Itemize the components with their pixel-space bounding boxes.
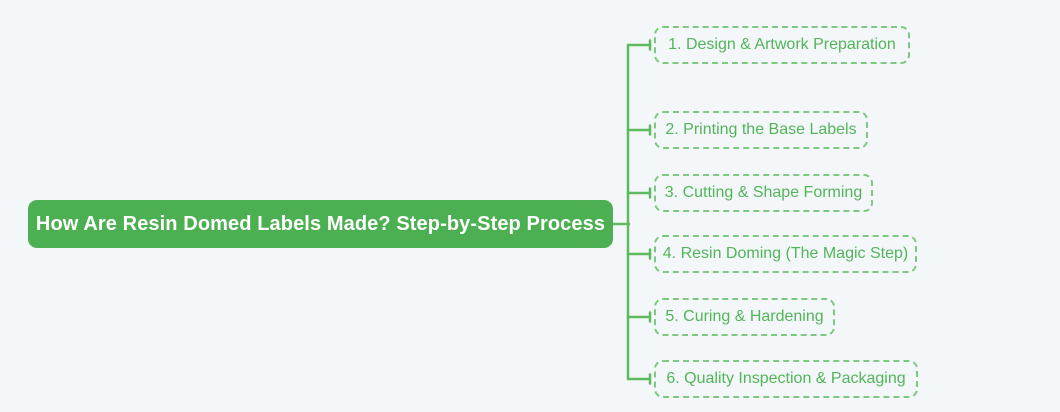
child-node-design-artwork[interactable]: 1. Design & Artwork Preparation: [654, 26, 910, 64]
child-node-label: 5. Curing & Hardening: [665, 308, 824, 325]
child-node-label: 1. Design & Artwork Preparation: [668, 36, 896, 53]
child-node-curing-hardening[interactable]: 5. Curing & Hardening: [654, 298, 835, 336]
child-node-label: 2. Printing the Base Labels: [665, 121, 857, 138]
child-node-label: 3. Cutting & Shape Forming: [664, 184, 863, 201]
child-node-resin-doming[interactable]: 4. Resin Doming (The Magic Step): [654, 235, 917, 273]
child-node-label: 6. Quality Inspection & Packaging: [666, 370, 906, 387]
child-node-printing-base-labels[interactable]: 2. Printing the Base Labels: [654, 111, 868, 149]
child-node-label: 4. Resin Doming (The Magic Step): [662, 245, 909, 262]
root-node[interactable]: How Are Resin Domed Labels Made? Step-by…: [28, 200, 613, 248]
child-node-cutting-shape-forming[interactable]: 3. Cutting & Shape Forming: [654, 174, 873, 212]
root-node-label: How Are Resin Domed Labels Made? Step-by…: [35, 212, 606, 235]
child-node-quality-inspection-packaging[interactable]: 6. Quality Inspection & Packaging: [654, 360, 918, 398]
